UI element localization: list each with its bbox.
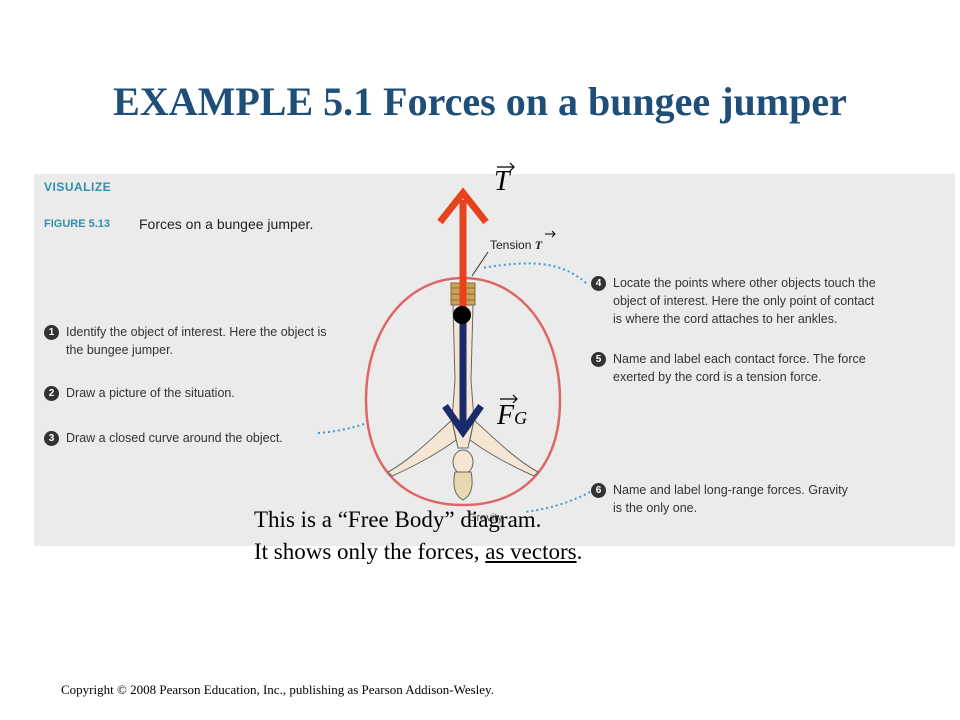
figure-panel [34,174,955,546]
figure-number: FIGURE 5.13 [44,218,111,230]
step-number: 3 [44,431,59,446]
gravity-vector-label: FG [497,400,527,432]
step-line: object of interest. Here the only point … [613,294,875,308]
tension-label-symbol: T [534,238,543,252]
section-label: VISUALIZE [44,180,112,194]
free-body-note: This is a “Free Body” diagram. It shows … [254,504,734,568]
step-line: Name and label long-range forces. Gravit… [613,483,848,497]
step-line: is the only one. [613,501,698,515]
leader-line-3 [317,423,365,434]
closed-curve [364,276,562,507]
step-text: Draw a closed curve around the object. [66,429,283,447]
step-text: Name and label long-range forces. Gravit… [613,481,848,517]
free-body-note-line1: This is a “Free Body” diagram. [254,507,542,532]
step-line: is where the cord attaches to her ankles… [613,312,838,326]
step-text: Draw a picture of the situation. [66,384,235,402]
copyright: Copyright © 2008 Pearson Education, Inc.… [61,682,494,697]
step-number: 2 [44,386,59,401]
step-text: Identify the object of interest. Here th… [66,323,327,359]
step-number: 4 [591,276,606,291]
tension-pointer [471,251,489,277]
slide-title: EXAMPLE 5.1 Forces on a bungee jumper [113,79,847,124]
figure-caption: Forces on a bungee jumper. [139,216,314,232]
gravity-subscript: G [514,408,528,428]
tension-label-text: Tension [490,238,532,252]
step-text: Locate the points where other objects to… [613,274,876,328]
step-line: Draw a closed curve around the object. [66,431,283,445]
gravity-symbol: F [497,400,515,431]
gravity-arrowhead [442,404,484,439]
tension-label: Tension T [490,238,542,253]
step-line: Identify the object of interest. Here th… [66,325,327,339]
step-line: the bungee jumper. [66,343,174,357]
free-body-note-line2: It shows only the forces, as vectors. [254,536,734,568]
tension-arrowhead [437,187,489,225]
note-suffix: . [576,539,583,564]
note-underlined: as vectors [485,539,577,564]
step-line: Locate the points where other objects to… [613,276,876,290]
note-prefix: It shows only the forces, [254,539,480,564]
step-number: 1 [44,325,59,340]
step-line: Name and label each contact force. The f… [613,352,866,366]
particle-dot [453,306,471,324]
step-line: exerted by the cord is a tension force. [613,370,822,384]
step-line: Draw a picture of the situation. [66,386,235,400]
step-text: Name and label each contact force. The f… [613,350,866,386]
leader-line-4 [481,262,587,284]
leader-line-6 [524,491,591,513]
step-number: 5 [591,352,606,367]
step-number: 6 [591,483,606,498]
gravity-label: Gravity [468,512,503,524]
tension-vector-label: T [494,166,510,197]
